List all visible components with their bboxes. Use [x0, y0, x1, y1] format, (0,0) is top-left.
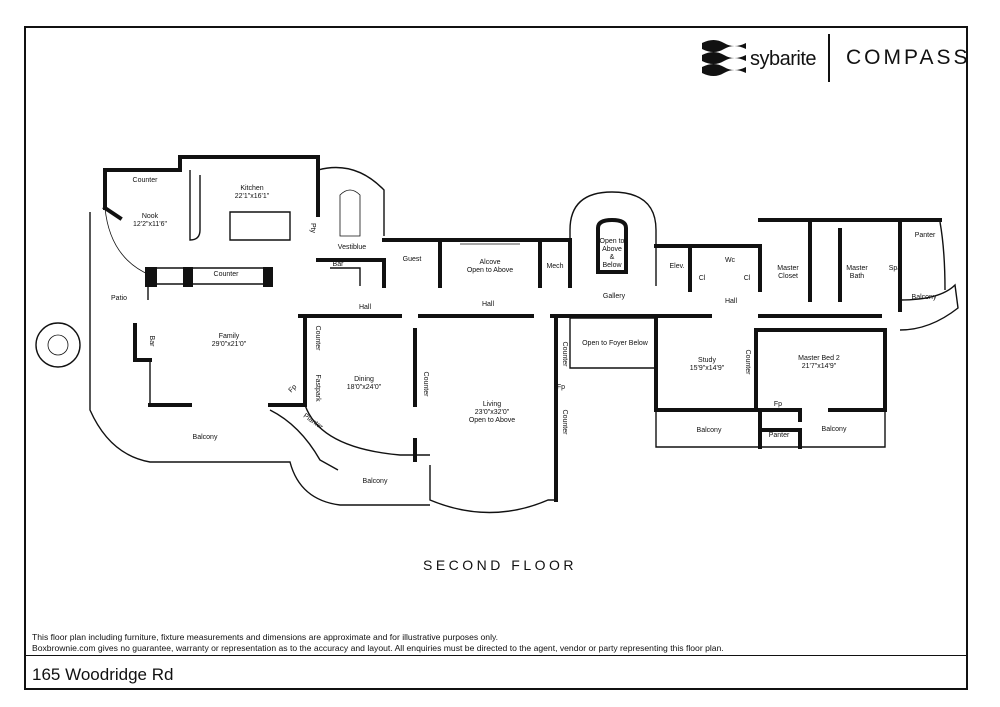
label-hall-right: Hall	[725, 298, 738, 305]
label-dining: Dining	[354, 376, 374, 383]
address-divider	[26, 655, 966, 656]
label-nook: Nook	[142, 213, 159, 220]
disclaimer-line-1: This floor plan including furniture, fix…	[32, 632, 499, 642]
brand-divider	[828, 34, 830, 82]
label-elev: Elev.	[669, 263, 684, 270]
label-kitchen-dim: 22'1"x16'1"	[235, 193, 270, 200]
label-hall-left: Hall	[359, 304, 372, 311]
label-fp-living: Fp	[557, 384, 565, 391]
brand-sybarite: sybarite	[750, 48, 817, 70]
page-frame	[24, 26, 968, 690]
label-open-above-1: Open to	[600, 238, 625, 245]
label-counter-living: Counter	[422, 372, 429, 398]
label-study-dim: 15'9"x14'9"	[690, 365, 725, 372]
label-living: Living	[483, 401, 501, 408]
label-cl-1: Cl	[699, 275, 706, 282]
label-bar-family: Bar	[148, 336, 155, 348]
label-master-closet-2: Closet	[778, 273, 798, 280]
disclaimer-line-2: Boxbrownie.com gives no guarantee, warra…	[32, 643, 724, 653]
property-address: 165 Woodridge Rd	[32, 665, 174, 684]
label-panter-top: Panter	[915, 232, 936, 239]
label-panter-bottom: Panter	[769, 432, 790, 439]
label-master-bath-2: Bath	[850, 273, 865, 280]
label-wc: Wc	[725, 257, 736, 264]
label-master-bed-dim: 21'7"x14'9"	[802, 363, 837, 370]
label-balcony-right: Balcony	[912, 294, 937, 301]
label-counter-living-2: Counter	[561, 410, 568, 436]
label-alcove: Alcove	[479, 259, 500, 266]
label-counter-family: Counter	[214, 271, 240, 278]
brand-compass: COMPASS	[846, 46, 971, 69]
patio-spiral	[35, 322, 81, 368]
label-counter-nook: Counter	[133, 177, 159, 184]
label-master-bath-1: Master	[846, 265, 868, 272]
label-master-bed: Master Bed 2	[798, 355, 840, 362]
label-counter-gallery: Counter	[561, 342, 568, 368]
label-open-above-3: &	[610, 254, 615, 261]
disclaimer: This floor plan including furniture, fix…	[32, 632, 724, 654]
label-living-dim: 23'0"x32'0"	[475, 409, 510, 416]
label-kitchen: Kitchen	[240, 185, 263, 192]
walls	[89, 155, 959, 514]
label-mech: Mech	[546, 263, 563, 270]
label-vestibule: Vestiblue	[338, 244, 367, 251]
label-fp-dining: Fp	[288, 384, 299, 395]
label-nook-dim: 12'2"x11'6"	[133, 221, 167, 228]
label-patio: Patio	[111, 295, 127, 302]
label-counter-study: Counter	[744, 350, 751, 376]
label-balcony-master: Balcony	[822, 426, 847, 433]
label-open-foyer: Open to Foyer Below	[582, 340, 649, 347]
label-gallery: Gallery	[603, 293, 626, 300]
label-living-sub: Open to Above	[469, 417, 515, 424]
label-guest: Guest	[403, 256, 422, 263]
floor-title: SECOND FLOOR	[422, 557, 577, 573]
label-family: Family	[219, 333, 240, 340]
label-open-above-2: Above	[602, 246, 622, 253]
label-pty: Pty	[309, 223, 316, 234]
label-hall-mid: Hall	[482, 301, 495, 308]
label-planter: Planter	[302, 413, 325, 432]
label-fastpark: Fastpark	[314, 374, 321, 402]
label-alcove-sub: Open to Above	[467, 267, 513, 274]
label-spa: Spa	[889, 265, 902, 272]
label-balcony-study: Balcony	[697, 427, 722, 434]
sybarite-wave-logo	[702, 40, 746, 76]
label-study: Study	[698, 357, 716, 364]
label-dining-dim: 18'0"x24'0"	[347, 384, 382, 391]
label-fp-master: Fp	[774, 401, 782, 408]
label-balcony-family: Balcony	[193, 434, 218, 441]
label-counter-dining: Counter	[314, 326, 321, 352]
label-master-closet-1: Master	[777, 265, 799, 272]
label-bar: Bar	[333, 261, 345, 268]
label-cl-2: Cl	[744, 275, 751, 282]
label-balcony-dining: Balcony	[363, 478, 388, 485]
label-family-dim: 29'0"x21'0"	[212, 341, 247, 348]
label-open-above-4: Below	[602, 262, 622, 269]
